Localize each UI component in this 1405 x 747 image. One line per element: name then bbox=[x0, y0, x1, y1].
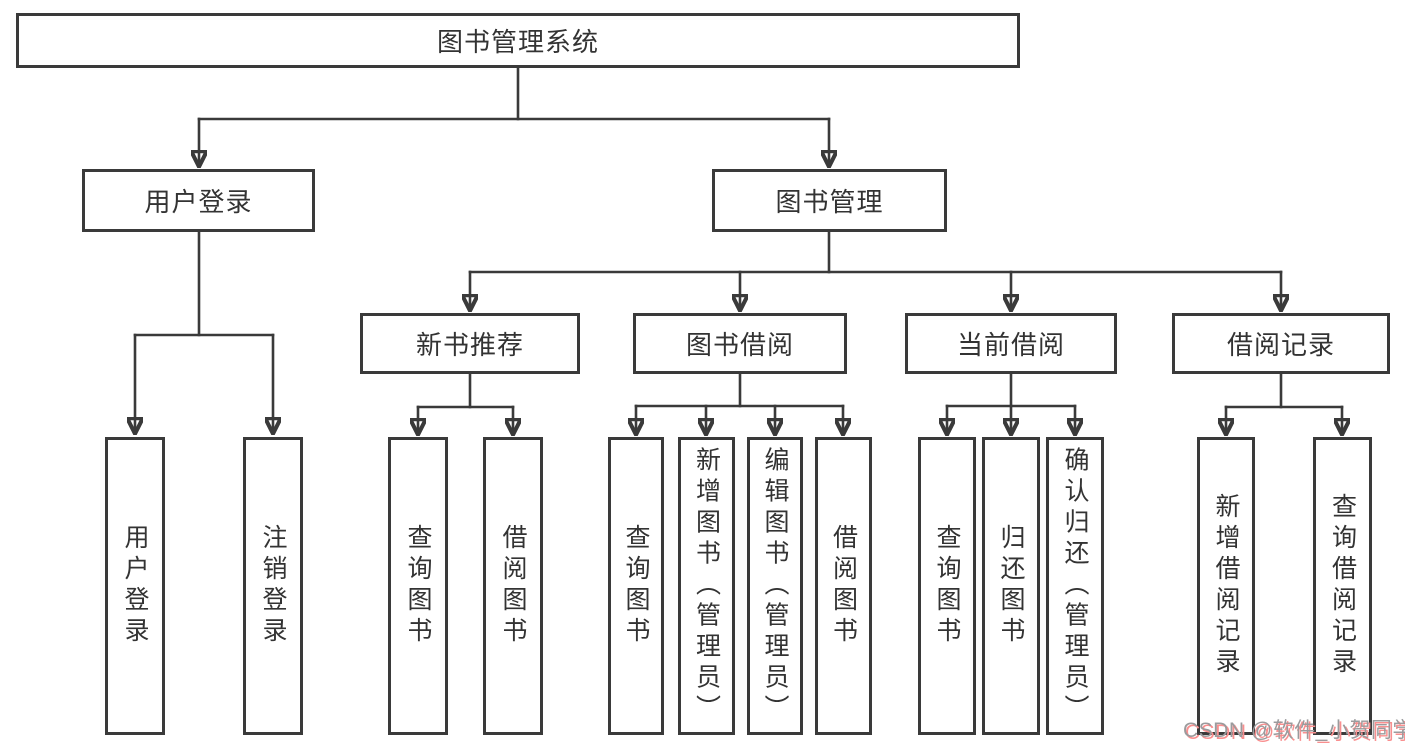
edges-book-management bbox=[470, 230, 1281, 310]
leaf-query-books-newrec: 查询图书 bbox=[388, 437, 448, 735]
leaf-query-borrow-record: 查询借阅记录 bbox=[1313, 437, 1372, 735]
leaf-label: 查询图书 bbox=[933, 524, 961, 648]
leaf-label: 借阅图书 bbox=[829, 524, 858, 648]
leaf-return-books: 归还图书 bbox=[982, 437, 1040, 735]
leaf-edit-books-admin: 编辑图书（管理员） bbox=[747, 437, 803, 735]
leaf-query-books-borrow: 查询图书 bbox=[608, 437, 664, 735]
leaf-label: 查询借阅记录 bbox=[1328, 493, 1357, 679]
leaf-add-books-admin: 新增图书（管理员） bbox=[678, 437, 735, 735]
edges-book-borrowing bbox=[636, 372, 843, 434]
edges-user-login bbox=[135, 230, 273, 433]
leaf-user-login: 用户登录 bbox=[105, 437, 165, 735]
leaf-label: 查询图书 bbox=[622, 524, 650, 648]
node-book-borrowing: 图书借阅 bbox=[633, 313, 847, 374]
leaf-query-books-current: 查询图书 bbox=[918, 437, 976, 735]
leaf-add-borrow-record: 新增借阅记录 bbox=[1197, 437, 1255, 735]
edges-root bbox=[199, 66, 829, 166]
node-library-system: 图书管理系统 bbox=[16, 13, 1020, 68]
watermark: CSDN @软件_小贺同学 bbox=[1183, 719, 1405, 742]
leaf-label: 编辑图书（管理员） bbox=[761, 446, 789, 726]
node-book-management: 图书管理 bbox=[712, 169, 947, 232]
leaf-label: 确认归还（管理员） bbox=[1061, 446, 1089, 726]
leaf-borrow-books-newrec: 借阅图书 bbox=[483, 437, 543, 735]
node-label: 图书管理 bbox=[775, 187, 884, 217]
leaf-label: 注销登录 bbox=[259, 524, 287, 648]
edges-borrowing-records bbox=[1226, 372, 1342, 434]
node-label: 当前借阅 bbox=[956, 330, 1065, 360]
leaf-label: 新增借阅记录 bbox=[1212, 493, 1240, 679]
leaf-label: 用户登录 bbox=[121, 524, 149, 648]
node-current-borrowing: 当前借阅 bbox=[905, 313, 1117, 374]
leaf-label: 归还图书 bbox=[997, 524, 1025, 648]
leaf-confirm-return-admin: 确认归还（管理员） bbox=[1046, 437, 1104, 735]
edges-new-book-recommendation bbox=[418, 372, 513, 434]
node-user-login: 用户登录 bbox=[82, 169, 315, 232]
leaf-label: 新增图书（管理员） bbox=[692, 446, 721, 726]
leaf-borrow-books: 借阅图书 bbox=[815, 437, 872, 735]
node-label: 借阅记录 bbox=[1226, 330, 1335, 360]
node-label: 图书借阅 bbox=[685, 330, 794, 360]
node-borrowing-records: 借阅记录 bbox=[1172, 313, 1390, 374]
node-label: 用户登录 bbox=[144, 187, 253, 217]
node-new-book-recommendation: 新书推荐 bbox=[360, 313, 580, 374]
node-label: 新书推荐 bbox=[415, 330, 524, 360]
leaf-logout: 注销登录 bbox=[243, 437, 303, 735]
edges-current-borrowing bbox=[947, 372, 1075, 434]
node-label: 图书管理系统 bbox=[436, 27, 599, 57]
leaf-label: 借阅图书 bbox=[499, 524, 527, 648]
leaf-label: 查询图书 bbox=[404, 524, 432, 648]
